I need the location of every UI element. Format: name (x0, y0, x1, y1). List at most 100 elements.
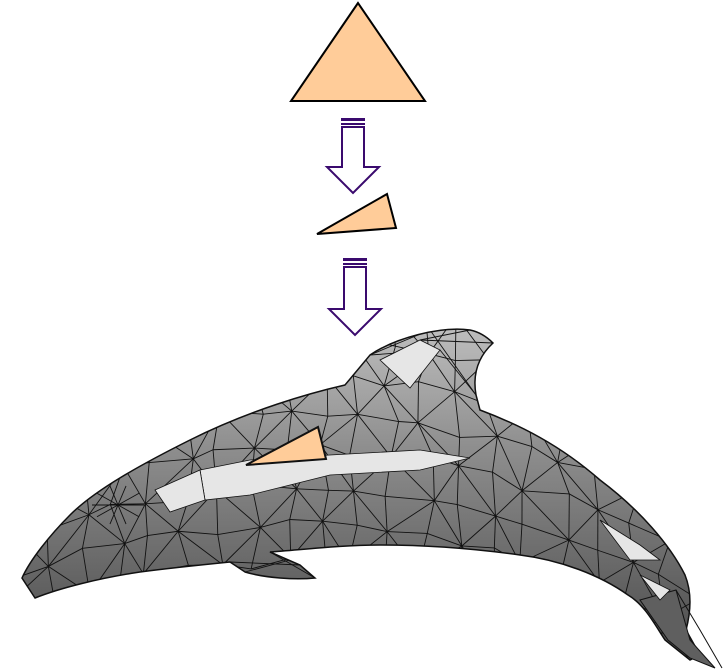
mesh-edge (328, 489, 354, 492)
mesh-edge (521, 462, 558, 492)
mesh-edge (326, 335, 350, 378)
mesh-edge (492, 436, 498, 473)
mesh-edge (496, 435, 523, 491)
mesh-edge (595, 329, 606, 367)
mesh-edge (246, 329, 283, 342)
mesh-edge (494, 595, 522, 600)
mesh-edge (661, 428, 693, 443)
mesh-edge (44, 329, 84, 343)
mesh-edge (120, 315, 157, 319)
down-arrow-2 (326, 258, 384, 337)
mesh-edge (557, 462, 570, 495)
mesh-edge (22, 566, 49, 604)
mesh-edge (45, 476, 86, 493)
mesh-edge (22, 566, 49, 578)
mesh-edge (22, 464, 47, 493)
mesh-edge (282, 334, 331, 342)
head-mesh-edge (109, 485, 119, 506)
mesh-edge (281, 340, 328, 378)
mesh-edge (563, 366, 606, 392)
mesh-edge (458, 465, 493, 473)
mesh-edge (330, 334, 349, 337)
mesh-edge (89, 587, 120, 595)
mesh-edge (108, 356, 121, 391)
mesh-edge (52, 377, 55, 408)
mesh-edge (45, 491, 48, 530)
mesh-edge (178, 530, 218, 535)
mesh-edge (458, 465, 496, 517)
highlighted-mesh-face (245, 425, 328, 466)
mesh-edge (495, 490, 523, 517)
mesh-edge (22, 382, 55, 409)
flipper-mesh-edge (269, 551, 316, 579)
mesh-edge (524, 329, 533, 342)
mesh-edge (596, 329, 633, 338)
mesh-edge (7, 310, 14, 352)
transformed-triangle (316, 192, 398, 235)
mesh-edge (666, 366, 698, 386)
mesh-edge (247, 258, 292, 300)
mesh-edge (417, 422, 460, 438)
mesh-edge (77, 371, 80, 398)
mesh-edge (623, 562, 634, 600)
mesh-edge (109, 504, 126, 544)
mesh-edge (493, 291, 532, 298)
mesh-edge (122, 431, 153, 439)
mesh-edge (694, 558, 699, 600)
mesh-edge (485, 359, 489, 405)
mesh-edge (461, 515, 496, 547)
mesh-edge (211, 378, 254, 383)
mesh-edge (631, 408, 670, 467)
mesh-edge (222, 527, 261, 566)
mesh-edge (696, 367, 698, 405)
mesh-edge (254, 414, 264, 449)
mesh-edge (145, 503, 179, 532)
mesh-edge (154, 274, 183, 275)
mesh-edge (631, 408, 663, 429)
mesh-edge (15, 296, 43, 309)
mesh-edge (9, 577, 20, 603)
mesh-edge (281, 329, 293, 342)
mesh-edge (456, 504, 463, 547)
mesh-edge (55, 593, 90, 606)
mesh-edge (454, 391, 498, 437)
mesh-edge (599, 562, 634, 583)
mesh-edge (120, 275, 154, 319)
mesh-edge (624, 455, 669, 467)
mesh-edge (522, 490, 570, 495)
mesh-edge (357, 413, 399, 422)
mesh-edge (494, 562, 521, 596)
mesh-edge (44, 329, 83, 342)
head-mesh-edge (96, 504, 119, 518)
mesh-edge (425, 311, 456, 316)
mesh-edge (569, 493, 599, 511)
mesh-edge (119, 383, 151, 391)
mesh-edge (322, 490, 354, 522)
mesh-edge (635, 377, 667, 386)
mesh-edge (631, 336, 637, 379)
mesh-edge (519, 562, 563, 570)
mesh-edge (384, 566, 419, 572)
mesh-edge (493, 516, 496, 548)
mesh-edge (426, 500, 435, 534)
mesh-edge (417, 381, 419, 423)
mesh-edge (527, 411, 564, 430)
mesh-edge (157, 305, 180, 316)
mesh-edge (185, 381, 220, 412)
mesh-edge (52, 370, 80, 378)
mesh-edge (217, 526, 261, 535)
mesh-edge (457, 504, 496, 517)
mesh-edge (286, 376, 328, 381)
light-face-3 (379, 339, 441, 389)
mesh-edge (555, 582, 600, 609)
mesh-edge (668, 442, 693, 467)
light-face-4 (599, 519, 662, 561)
mesh-edge (624, 408, 632, 457)
mesh-edge (253, 378, 287, 381)
mesh-edge (292, 258, 331, 298)
mesh-edge (492, 329, 525, 342)
mesh-edge (177, 531, 189, 566)
mesh-edge (296, 488, 323, 522)
mesh-edge (398, 421, 418, 424)
